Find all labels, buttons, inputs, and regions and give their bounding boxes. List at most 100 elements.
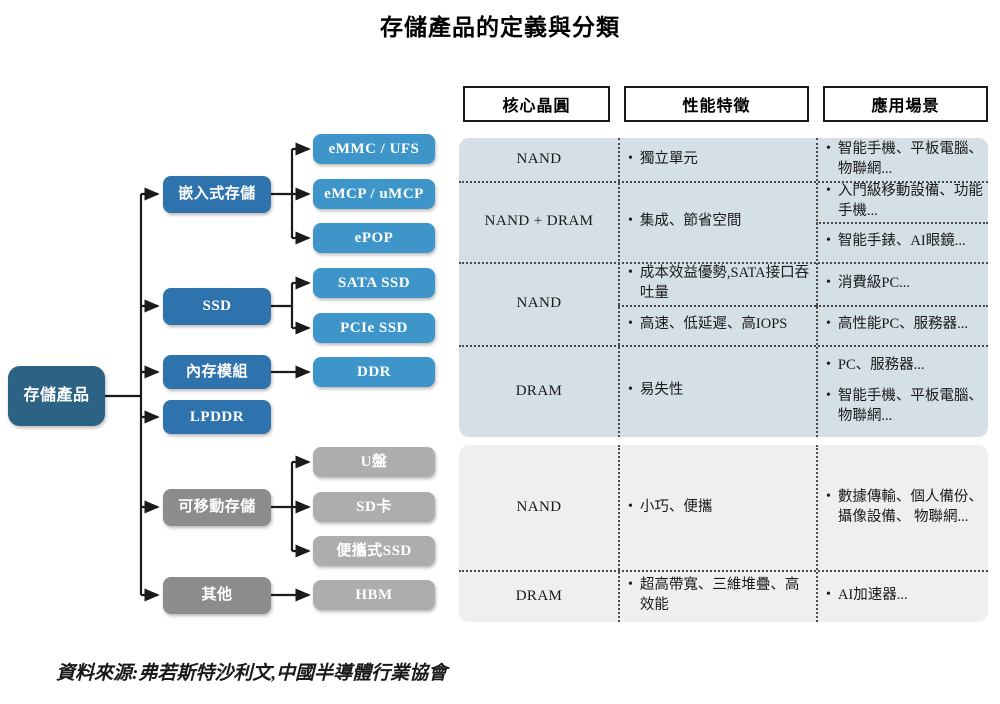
table-cell-applications-r3a: • 消費級PC... [826, 262, 986, 305]
bullet-dot: • [628, 498, 633, 514]
bullet-item: • 集成、節省空間 [628, 212, 812, 232]
tree-node-pcie-ssd[interactable]: PCIe SSD [313, 313, 435, 343]
bullet-item: • 消費級PC... [826, 274, 986, 294]
bullet-text: 成本效益優勢,SATA接口吞吐量 [639, 264, 810, 301]
bullet-text: 高性能PC、服務器... [837, 316, 969, 333]
wafer-value: NAND [516, 151, 562, 168]
subrow-divider-apps-r2 [816, 222, 988, 224]
tree-node-others[interactable]: 其他 [163, 577, 271, 614]
bullet-item: • PC、服務器... [826, 356, 986, 376]
subrow-divider-feat-r3 [618, 305, 816, 307]
tree-node-label: 可移動存儲 [178, 499, 256, 516]
subrow-divider-apps-r3 [816, 305, 988, 307]
tree-node-label: DDR [357, 363, 391, 380]
bullet-item: • 易失性 [628, 381, 812, 401]
bullet-item: • 數據傳輸、個人備份、攝像設備、 物聯網... [826, 488, 988, 527]
wafer-value: NAND [516, 499, 562, 516]
tree-node-label: 便攜式SSD [336, 542, 412, 559]
tree-node-label: SATA SSD [337, 274, 411, 291]
bullet-text: 智能手錶、AI眼鏡... [837, 233, 966, 250]
tree-node-usb-drive[interactable]: U盤 [313, 447, 435, 477]
bullet-text: 入門級移動設備、功能手機... [837, 182, 983, 219]
table-header-label: 核心晶圓 [502, 98, 571, 115]
table-cell-wafer-r4: DRAM [463, 345, 615, 437]
bullet-text: 智能手機、平板電腦、物聯網... [837, 388, 983, 424]
bullet-dot: • [826, 356, 831, 372]
table-header-applications: 應用場景 [823, 86, 988, 122]
tree-node-ssd[interactable]: SSD [163, 288, 271, 325]
bullet-text: 集成、節省空間 [639, 212, 742, 229]
bullet-item: • 小巧、便攜 [628, 498, 812, 518]
tree-node-root[interactable]: 存儲產品 [8, 366, 105, 426]
bullet-dot: • [628, 382, 633, 398]
bullet-dot: • [826, 140, 831, 156]
row-divider-3 [459, 345, 988, 347]
page-title: 存儲產品的定義與分類 [380, 15, 620, 40]
tree-node-emcp-umcp[interactable]: eMCP / uMCP [313, 179, 435, 209]
bullet-item: • 超高帶寬、三維堆疊、高效能 [628, 576, 812, 615]
tree-node-portable-ssd[interactable]: 便攜式SSD [313, 536, 435, 566]
tree-node-ddr[interactable]: DDR [313, 357, 435, 387]
tree-node-epop[interactable]: ePOP [313, 223, 435, 253]
row-divider-1 [459, 181, 988, 183]
bullet-text: 數據傳輸、個人備份、攝像設備、 物聯網... [837, 488, 983, 525]
bullet-text: 消費級PC... [837, 274, 911, 291]
table-cell-features-r6: • 超高帶寬、三維堆疊、高效能 [628, 570, 812, 622]
row-divider-2 [459, 262, 988, 264]
tree-node-embedded-storage[interactable]: 嵌入式存儲 [163, 176, 271, 213]
table-panel-gray [459, 445, 988, 622]
bullet-dot: • [826, 388, 831, 404]
bullet-item: • 獨立單元 [628, 150, 812, 170]
bullet-text: 高速、低延遲、高IOPS [639, 316, 788, 333]
tree-node-label: SD卡 [356, 498, 392, 515]
table-cell-applications-r3b: • 高性能PC、服務器... [826, 305, 986, 345]
table-cell-features-r3a: • 成本效益優勢,SATA接口吞吐量 [628, 262, 812, 305]
bullet-text: AI加速器... [837, 587, 908, 604]
tree-node-emmc-ufs[interactable]: eMMC / UFS [313, 134, 435, 164]
table-cell-features-r2: • 集成、節省空間 [628, 181, 812, 262]
table-cell-applications-r2b: • 智能手錶、AI眼鏡... [826, 222, 986, 262]
tree-node-label: HBM [355, 586, 393, 603]
tree-node-label: U盤 [360, 453, 388, 470]
table-panel-blue [459, 138, 988, 437]
tree-node-hbm[interactable]: HBM [313, 580, 435, 610]
bullet-item: • 高性能PC、服務器... [826, 315, 986, 335]
table-cell-features-r3b: • 高速、低延遲、高IOPS [628, 305, 812, 345]
column-divider-1 [618, 138, 620, 437]
row-divider-4 [459, 570, 988, 572]
tree-node-label: LPDDR [189, 408, 245, 425]
bullet-dot: • [826, 274, 831, 290]
column-divider-3 [618, 445, 620, 622]
tree-node-memory-module[interactable]: 內存模組 [163, 355, 271, 389]
tree-node-removable-storage[interactable]: 可移動存儲 [163, 489, 271, 526]
bullet-item: • AI加速器... [826, 586, 986, 606]
table-header-label: 應用場景 [871, 98, 940, 115]
table-cell-wafer-r5: NAND [463, 445, 615, 570]
bullet-text: PC、服務器... [837, 356, 925, 373]
column-divider-4 [816, 445, 818, 622]
bullet-dot: • [826, 587, 831, 603]
tree-node-sd-card[interactable]: SD卡 [313, 492, 435, 522]
wafer-value: NAND [516, 295, 562, 312]
bullet-dot: • [628, 212, 633, 228]
table-cell-wafer-r3: NAND [463, 262, 615, 345]
bullet-item: • 智能手錶、AI眼鏡... [826, 232, 986, 252]
table-cell-applications-r5: • 數據傳輸、個人備份、攝像設備、 物聯網... [826, 445, 988, 570]
tree-node-label: 存儲產品 [23, 387, 90, 405]
bullet-item: • 智能手機、平板電腦、物聯網... [826, 387, 986, 426]
wafer-value: NAND + DRAM [484, 213, 594, 230]
tree-node-label: 嵌入式存儲 [178, 186, 256, 203]
tree-node-label: PCIe SSD [340, 319, 408, 336]
bullet-text: 智能手機、平板電腦、物聯網... [837, 140, 983, 177]
table-cell-applications-r4: • PC、服務器... • 智能手機、平板電腦、物聯網... [826, 345, 986, 437]
table-cell-applications-r1: • 智能手機、平板電腦、物聯網... [826, 138, 986, 181]
tree-node-label: ePOP [354, 229, 394, 246]
tree-node-sata-ssd[interactable]: SATA SSD [313, 268, 435, 298]
table-cell-features-r5: • 小巧、便攜 [628, 445, 812, 570]
tree-node-lpddr[interactable]: LPDDR [163, 400, 271, 434]
table-cell-wafer-r1: NAND [463, 138, 615, 181]
bullet-dot: • [628, 577, 633, 593]
wafer-value: DRAM [515, 382, 563, 399]
